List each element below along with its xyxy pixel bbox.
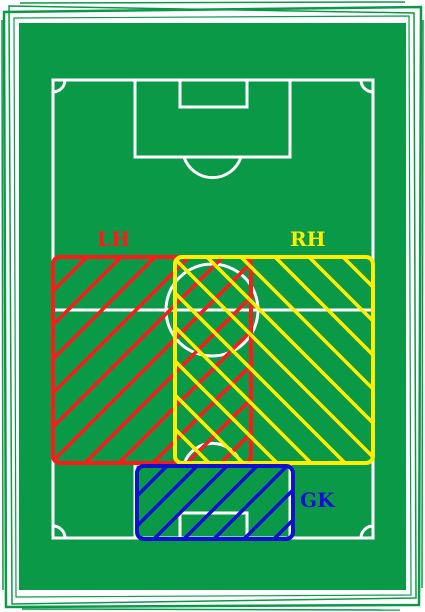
hatch-line [273, 257, 373, 463]
top-penalty-arc [182, 156, 243, 180]
zone-label-lh: LH [97, 227, 130, 251]
hatch-line [151, 257, 251, 463]
hatch-line [83, 257, 251, 463]
hatch-line [272, 466, 293, 539]
corner-arc-bl [52, 524, 67, 539]
hatch-line [205, 257, 373, 463]
corner-arc-tr [359, 79, 374, 94]
hatch-line [239, 257, 373, 463]
hatch-line [53, 257, 225, 463]
zone-gk [135, 464, 295, 541]
hatch-line [137, 466, 199, 539]
hatch-line [175, 257, 373, 463]
hatch-line [175, 257, 245, 463]
hatch-line [182, 466, 259, 539]
hatch-line [185, 257, 251, 463]
corner-arc-tl [52, 79, 67, 94]
hatch-line [53, 257, 191, 463]
hatch-line [307, 257, 373, 463]
hatch-line [53, 257, 157, 463]
hatch-line [212, 466, 289, 539]
hatch-line [152, 466, 229, 539]
hatch-line [175, 257, 313, 463]
hatch-line [117, 257, 251, 463]
hatch-line [175, 257, 279, 463]
zone-label-rh: RH [290, 227, 326, 251]
corner-arc-br [359, 524, 374, 539]
top-goal-area [178, 78, 249, 109]
hatch-line [53, 257, 251, 463]
pitch-surface [19, 23, 406, 590]
zone-rh [173, 255, 375, 465]
hatch-line [242, 466, 293, 539]
zone-label-gk: GK [300, 488, 335, 512]
hatch-line [53, 257, 123, 463]
hatch-line [175, 257, 347, 463]
zone-lh [51, 255, 253, 465]
hatch-line [137, 466, 169, 539]
